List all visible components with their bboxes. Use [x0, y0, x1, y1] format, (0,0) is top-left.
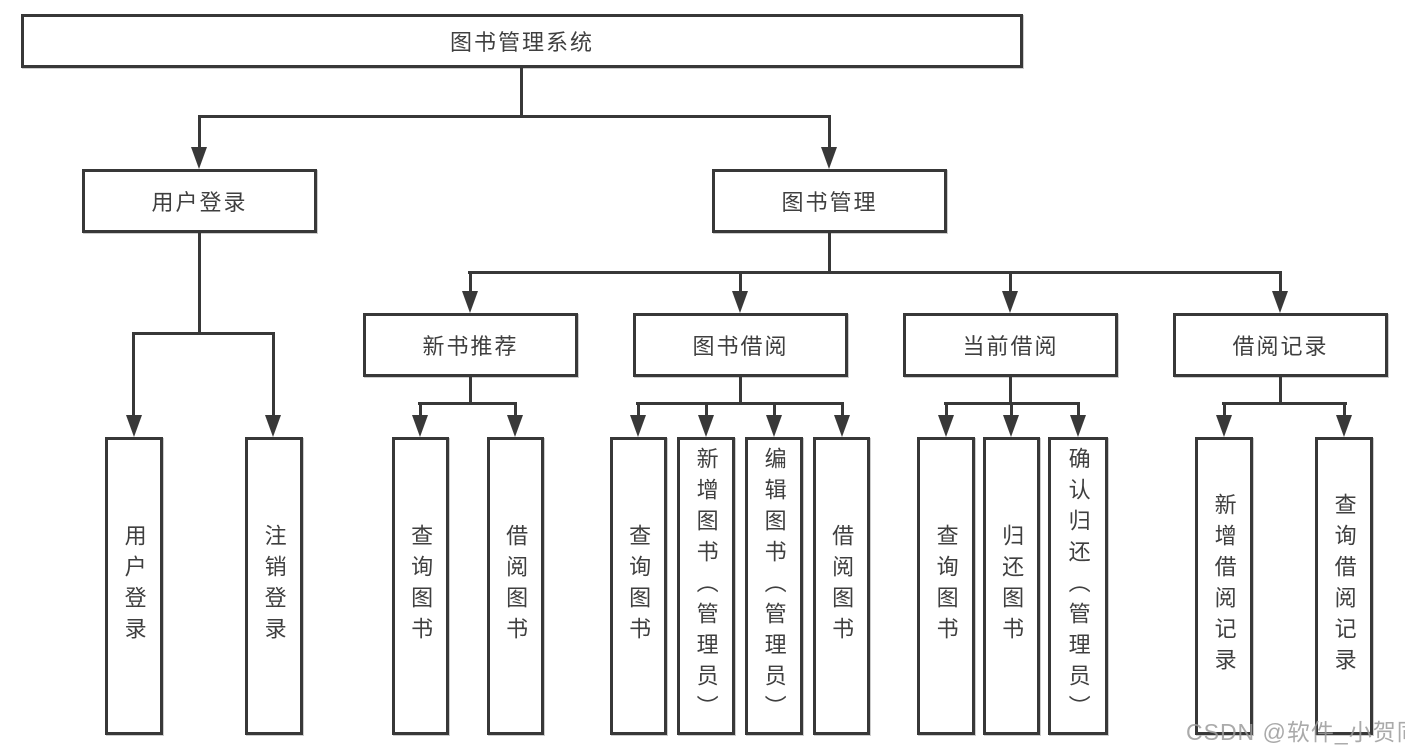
leaf-query-borrowing-record: 查询借阅记录: [1315, 437, 1373, 735]
node-label: 用户登录: [121, 524, 147, 648]
connector-line: [828, 233, 831, 273]
arrowhead-icon: [834, 415, 850, 437]
node-label: 编辑图书（管理员）: [761, 446, 787, 726]
leaf-add-borrowing-record: 新增借阅记录: [1195, 437, 1253, 735]
arrowhead-icon: [265, 415, 281, 437]
leaf-logout: 注销登录: [245, 437, 303, 735]
node-label: 确认归还（管理员）: [1065, 446, 1091, 726]
arrowhead-icon: [1336, 415, 1352, 437]
leaf-query-books-recommend: 查询图书: [392, 437, 449, 735]
node-label: 借阅记录: [1232, 334, 1329, 359]
csdn-watermark: CSDN @软件_小贺同学: [1186, 719, 1405, 745]
connector-line: [520, 68, 523, 118]
arrowhead-icon: [698, 415, 714, 437]
arrowhead-icon: [191, 147, 207, 169]
connector-line: [828, 115, 831, 149]
node-label: 查询图书: [933, 524, 959, 648]
node-label: 新书推荐: [422, 334, 519, 359]
node-label: 用户登录: [151, 190, 248, 215]
node-label: 借阅图书: [503, 524, 529, 648]
node-label: 注销登录: [261, 524, 287, 648]
arrowhead-icon: [1003, 415, 1019, 437]
connector-line: [198, 233, 201, 332]
arrowhead-icon: [462, 291, 478, 313]
connector-line: [418, 402, 517, 405]
leaf-query-books-borrowing: 查询图书: [610, 437, 667, 735]
connector-line: [841, 402, 844, 415]
node-label: 新增借阅记录: [1211, 493, 1237, 679]
connector-line: [1222, 402, 1347, 405]
connector-line: [272, 332, 275, 415]
node-label: 查询借阅记录: [1331, 493, 1357, 679]
arrowhead-icon: [507, 415, 523, 437]
connector-line: [1279, 271, 1282, 291]
arrowhead-icon: [126, 415, 142, 437]
node-library-management-system: 图书管理系统: [21, 14, 1023, 68]
node-current-borrowing: 当前借阅: [903, 313, 1118, 377]
node-user-login-branch: 用户登录: [82, 169, 317, 233]
connector-line: [773, 402, 776, 415]
connector-line: [468, 271, 1282, 274]
node-label: 归还图书: [999, 524, 1025, 648]
leaf-return-books: 归还图书: [983, 437, 1040, 735]
connector-line: [1279, 377, 1282, 404]
connector-line: [132, 332, 275, 335]
connector-line: [198, 115, 201, 149]
node-label: 新增图书（管理员）: [693, 446, 719, 726]
connector-line: [198, 115, 831, 118]
leaf-confirm-return-admin: 确认归还（管理员）: [1048, 437, 1108, 735]
node-label: 查询图书: [408, 524, 434, 648]
leaf-edit-book-admin: 编辑图书（管理员）: [745, 437, 803, 735]
node-label: 当前借阅: [962, 334, 1059, 359]
arrowhead-icon: [1272, 291, 1288, 313]
leaf-query-books-current: 查询图书: [917, 437, 975, 735]
connector-line: [514, 402, 517, 415]
node-label: 图书借阅: [692, 334, 789, 359]
connector-line: [739, 377, 742, 404]
node-label: 借阅图书: [829, 524, 855, 648]
connector-line: [739, 271, 742, 291]
connector-line: [945, 402, 948, 415]
connector-line: [1009, 377, 1012, 404]
leaf-borrow-books-borrowing: 借阅图书: [813, 437, 870, 735]
node-book-borrowing: 图书借阅: [633, 313, 848, 377]
arrowhead-icon: [938, 415, 954, 437]
connector-line: [1010, 402, 1013, 415]
connector-line: [1077, 402, 1080, 415]
node-label: 图书管理系统: [449, 30, 594, 55]
leaf-add-book-admin: 新增图书（管理员）: [677, 437, 735, 735]
arrowhead-icon: [412, 415, 428, 437]
leaf-borrow-books-recommend: 借阅图书: [487, 437, 544, 735]
node-new-book-recommendation: 新书推荐: [363, 313, 578, 377]
connector-line: [636, 402, 843, 405]
node-borrowing-records: 借阅记录: [1173, 313, 1388, 377]
connector-line: [419, 402, 422, 415]
connector-line: [132, 332, 135, 415]
connector-line: [1223, 402, 1226, 415]
arrowhead-icon: [1002, 291, 1018, 313]
arrowhead-icon: [821, 147, 837, 169]
connector-line: [469, 271, 472, 291]
connector-line: [637, 402, 640, 415]
leaf-user-login: 用户登录: [105, 437, 163, 735]
arrowhead-icon: [732, 291, 748, 313]
connector-line: [469, 377, 472, 404]
node-book-management-branch: 图书管理: [712, 169, 947, 233]
arrowhead-icon: [766, 415, 782, 437]
connector-line: [1009, 271, 1012, 291]
arrowhead-icon: [1216, 415, 1232, 437]
node-label: 查询图书: [626, 524, 652, 648]
arrowhead-icon: [1070, 415, 1086, 437]
connector-line: [1343, 402, 1346, 415]
node-label: 图书管理: [781, 190, 878, 215]
connector-line: [705, 402, 708, 415]
arrowhead-icon: [630, 415, 646, 437]
